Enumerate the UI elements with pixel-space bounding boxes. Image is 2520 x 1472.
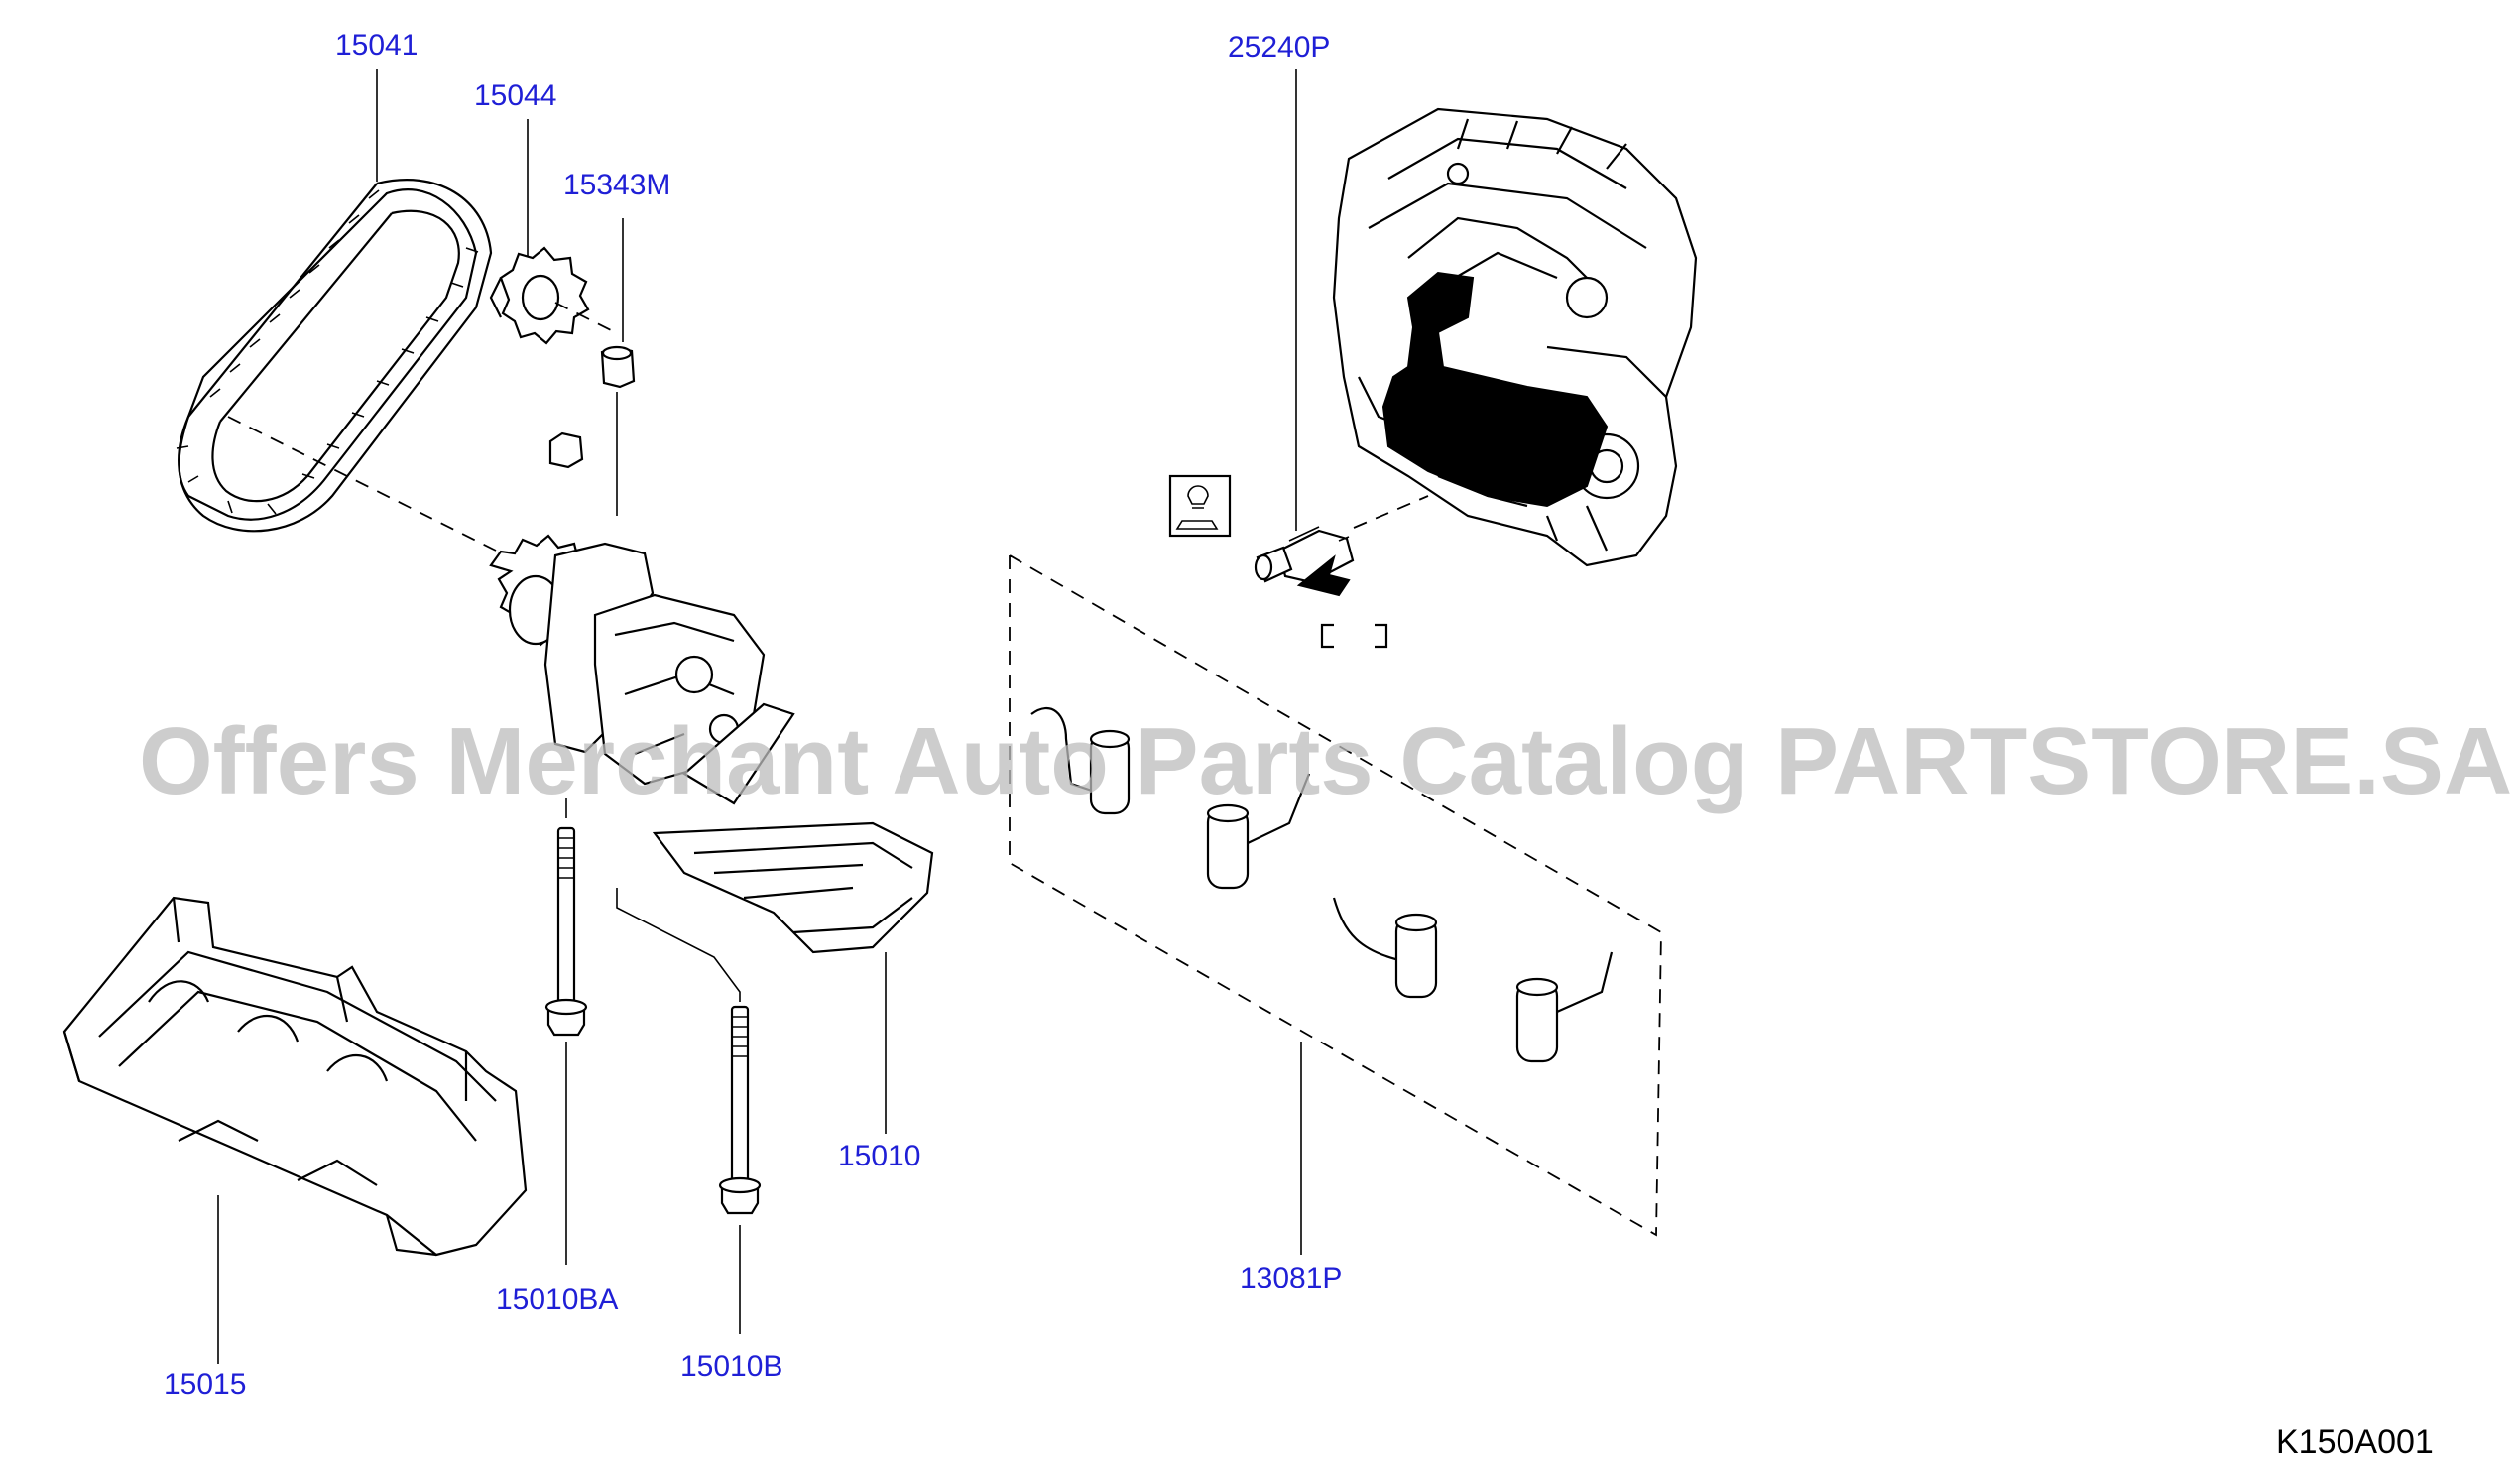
arrow-pointer bbox=[1296, 554, 1351, 597]
relief-valve-cap[interactable] bbox=[548, 431, 584, 469]
oil-pump-assembly[interactable] bbox=[489, 534, 934, 954]
injector-2 bbox=[1206, 773, 1311, 890]
injector-1 bbox=[1030, 707, 1131, 815]
part-label-15010ba[interactable]: 15010BA bbox=[496, 1284, 618, 1316]
crank-sprocket[interactable] bbox=[489, 246, 590, 345]
part-label-15010[interactable]: 15010 bbox=[838, 1140, 920, 1172]
bolt-15010ba[interactable] bbox=[544, 826, 588, 1037]
switch-axis bbox=[1353, 495, 1429, 529]
injector-set[interactable] bbox=[1009, 553, 1662, 1237]
part-label-15010b[interactable]: 15010B bbox=[680, 1350, 782, 1383]
bushing[interactable] bbox=[600, 345, 636, 389]
bolt-15010b[interactable] bbox=[718, 1005, 762, 1215]
part-label-15041[interactable]: 15041 bbox=[335, 29, 418, 61]
injector-4 bbox=[1515, 951, 1614, 1063]
part-label-15044[interactable]: 15044 bbox=[474, 79, 556, 112]
part-label-15015[interactable]: 15015 bbox=[164, 1368, 246, 1401]
chain-centre-line bbox=[227, 416, 497, 552]
oil-pressure-switch[interactable] bbox=[1254, 526, 1355, 584]
sprocket-centre-line bbox=[554, 302, 616, 333]
watermark: Offers Merchant Auto Parts Catalog PARTS… bbox=[139, 708, 2512, 814]
part-label-25240p[interactable]: 25240P bbox=[1228, 31, 1330, 63]
injector-3 bbox=[1332, 897, 1438, 999]
bolt-b-axis bbox=[616, 888, 741, 1002]
engine-assembly bbox=[1332, 107, 1698, 567]
part-label-15343m[interactable]: 15343M bbox=[563, 169, 670, 201]
baffle-plate[interactable] bbox=[62, 896, 528, 1257]
timing-chain[interactable] bbox=[176, 179, 493, 533]
diagram-code: K150A001 bbox=[2276, 1423, 2434, 1461]
bracket-mark bbox=[1320, 623, 1388, 649]
note-icon[interactable] bbox=[1168, 474, 1232, 538]
part-label-13081p[interactable]: 13081P bbox=[1240, 1262, 1342, 1294]
